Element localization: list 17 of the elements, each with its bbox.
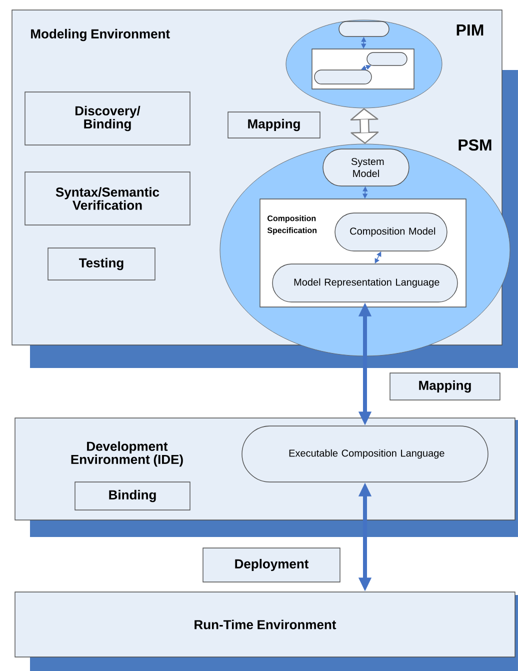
process-box: Syntax/Semantic Verification	[24, 172, 190, 226]
node-label: PIM	[456, 24, 484, 36]
model-pill: Model Representation Language	[272, 264, 458, 302]
model-pill	[338, 21, 390, 37]
process-box: Mapping	[228, 112, 320, 138]
process-box: Discovery/ Binding	[24, 92, 190, 146]
double-arrow	[350, 108, 379, 144]
model-pill: System Model	[322, 148, 410, 186]
process-box: Binding	[74, 482, 190, 510]
model-pill: Executable Composition Language	[242, 426, 488, 482]
environment-panel: Run-Time Environment	[14, 592, 516, 658]
process-box: Deployment	[202, 548, 340, 582]
process-box: Mapping	[390, 372, 500, 400]
model-pill: Composition Model	[334, 212, 448, 252]
process-box: Testing	[48, 248, 156, 280]
model-pill	[366, 52, 408, 66]
model-pill	[314, 70, 372, 84]
